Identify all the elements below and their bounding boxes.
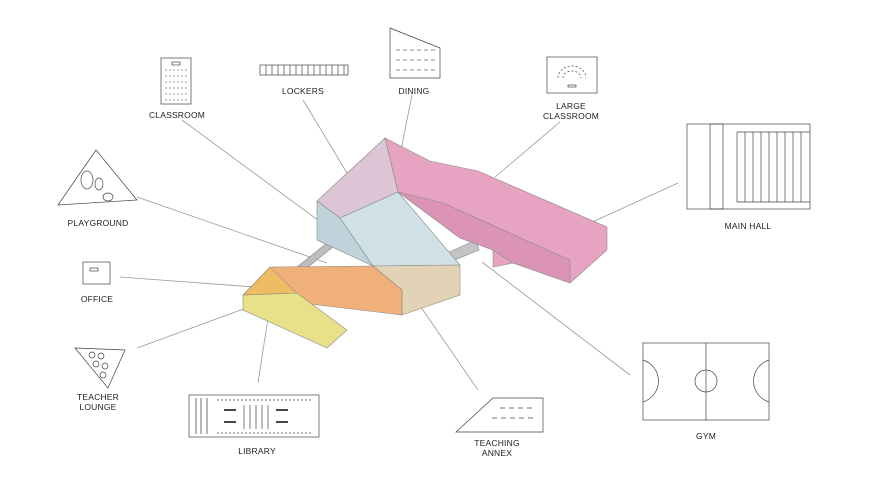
label-office: OFFICE xyxy=(80,294,114,304)
label-large-classroom: LARGE CLASSROOM xyxy=(542,101,600,121)
lockers-icon xyxy=(259,64,349,76)
leader-gym xyxy=(481,261,631,376)
large-classroom-icon xyxy=(546,56,598,94)
label-playground: PLAYGROUND xyxy=(67,218,129,228)
leader-library xyxy=(257,317,269,384)
playground-icon xyxy=(57,149,138,206)
program-icons xyxy=(57,27,811,438)
teaching-annex-icon xyxy=(455,397,544,433)
leader-large-classroom xyxy=(494,121,561,178)
label-gym: GYM xyxy=(696,431,716,441)
classroom-icon xyxy=(160,57,192,105)
label-lockers: LOCKERS xyxy=(281,86,325,96)
main-hall-icon xyxy=(686,123,811,210)
mass-pink-front xyxy=(397,191,571,284)
label-teaching-annex: TEACHING ANNEX xyxy=(474,438,520,458)
library-icon xyxy=(188,394,320,438)
leader-playground xyxy=(136,196,328,264)
label-main-hall: MAIN HALL xyxy=(724,221,772,231)
label-library: LIBRARY xyxy=(238,446,276,456)
teacher-lounge-icon xyxy=(74,347,126,389)
dining-icon xyxy=(389,27,441,79)
label-dining: DINING xyxy=(398,86,430,96)
mass-yellow-top xyxy=(242,266,298,296)
gym-icon xyxy=(642,342,770,421)
office-icon xyxy=(82,261,111,285)
leader-lockers xyxy=(302,99,351,179)
label-teacher-lounge: TEACHER LOUNGE xyxy=(76,392,120,412)
label-classroom: CLASSROOM xyxy=(148,110,206,120)
building-massing xyxy=(242,137,608,349)
